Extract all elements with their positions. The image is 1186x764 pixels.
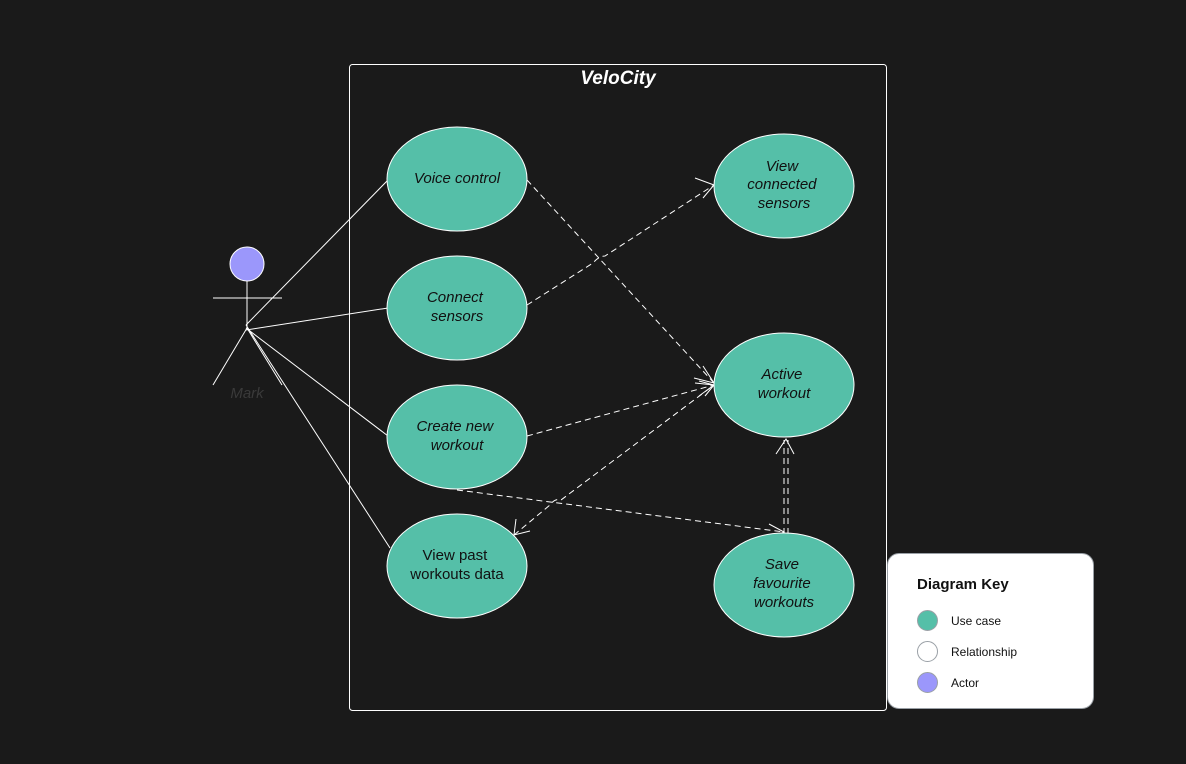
actor-name: Mark	[230, 385, 265, 402]
assoc-connect-sensors[interactable]	[245, 307, 389, 331]
use-case-connect-sensors[interactable]: Connect sensors	[386, 255, 528, 361]
diagram-key-title: Diagram Key	[917, 576, 1009, 593]
system-title: VeloCity	[580, 68, 657, 89]
legend-item-actor: Actor	[917, 667, 1093, 698]
use-case-save-favourite-workouts[interactable]: Save favourite workouts	[713, 532, 855, 638]
dep-create-to-active[interactable]	[526, 384, 715, 437]
actor-swatch-icon	[917, 672, 938, 693]
use-cases: Voice control Connect sensors Create new…	[386, 126, 855, 638]
dep-create-to-save[interactable]	[456, 489, 785, 533]
actor-left-leg	[212, 327, 248, 386]
use-case-label: View past workouts data	[409, 547, 504, 583]
legend-label: Use case	[951, 613, 1002, 628]
legend-label: Relationship	[951, 644, 1018, 659]
assoc-voice-control[interactable]	[245, 179, 389, 326]
actor-head	[229, 246, 265, 282]
use-case-swatch-icon	[917, 610, 938, 631]
use-case-label: View connected sensors	[747, 158, 820, 212]
assoc-view-past-workouts[interactable]	[245, 324, 391, 549]
use-case-view-connected-sensors[interactable]: View connected sensors	[713, 133, 855, 239]
dep-active-past-workouts[interactable]	[513, 384, 715, 536]
arrowhead-active-from-create	[694, 382, 716, 397]
arrowhead-active-from-save	[775, 438, 795, 455]
legend-item-relationship: Relationship	[917, 636, 1093, 667]
dependencies	[456, 179, 789, 536]
dep-connect-to-view-sensors[interactable]	[526, 184, 715, 306]
use-case-label: Create new workout	[417, 418, 498, 454]
actor-mark[interactable]: Mark	[212, 246, 283, 402]
relationship-swatch-icon	[917, 641, 938, 662]
use-case-voice-control[interactable]: Voice control	[386, 126, 528, 232]
use-case-label: Active workout	[758, 366, 811, 402]
use-case-active-workout[interactable]: Active workout	[713, 332, 855, 438]
assoc-create-new-workout[interactable]	[245, 327, 389, 437]
dep-voice-to-active[interactable]	[526, 179, 715, 384]
use-case-create-new-workout[interactable]: Create new workout	[386, 384, 528, 490]
associations	[245, 179, 391, 549]
system-boundary	[349, 64, 887, 711]
actor-right-leg	[246, 327, 283, 386]
use-case-view-past-workouts[interactable]: View past workouts data	[386, 513, 528, 619]
use-case-label: Connect sensors	[427, 289, 487, 325]
legend-item-use-case: Use case	[917, 605, 1093, 636]
legend-label: Actor	[951, 675, 980, 690]
use-case-label: Voice control	[414, 170, 501, 187]
diagram-key: Diagram Key Use case Relationship Actor	[887, 553, 1094, 709]
use-case-label: Save favourite workouts	[753, 556, 815, 611]
